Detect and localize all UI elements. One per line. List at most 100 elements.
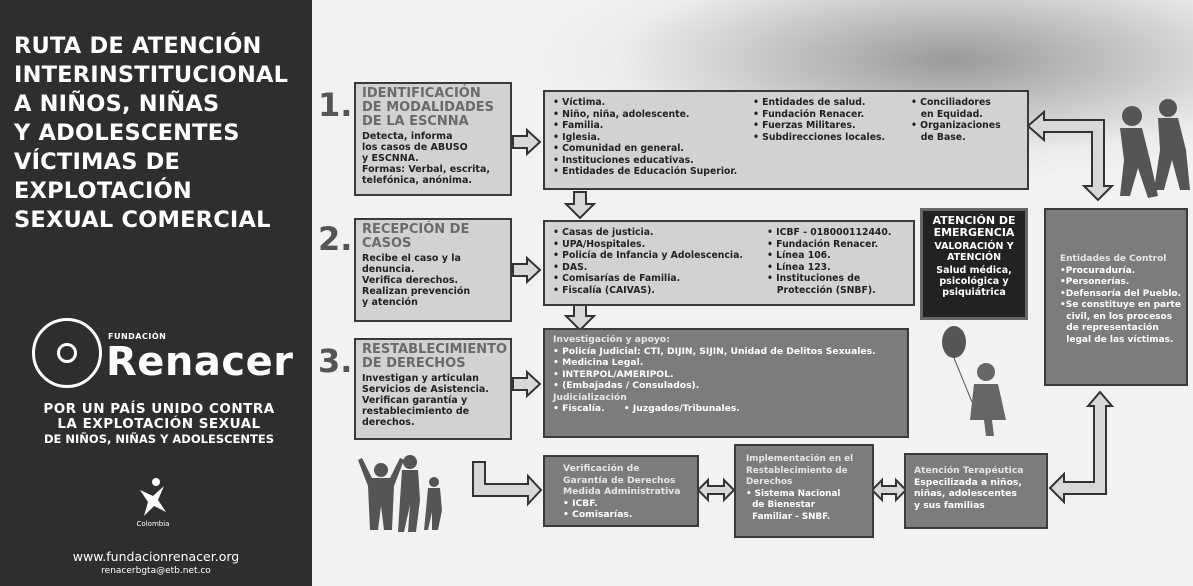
step-2-actors-col-1: • Casas de justicia. • UPA/Hospitales. •… xyxy=(553,227,743,296)
step-1-actors-box: • Víctima. • Niño, niña, adolescente. • … xyxy=(543,90,1029,190)
arrow-down-1 xyxy=(563,191,597,220)
list-item: • Sistema Nacional xyxy=(746,488,841,499)
judicialization-heading: Judicialización xyxy=(553,391,627,403)
arrow-double-1 xyxy=(696,477,736,503)
therapy-line: Especilizada a niños, xyxy=(914,476,1022,488)
step-2-actors-col-2: • ICBF - 018000112440. • Fundación Renac… xyxy=(767,227,891,296)
step-2-box: RECEPCIÓN DE CASOS Recibe el caso y la d… xyxy=(354,218,512,322)
implementation-line: Implementación en el xyxy=(746,454,854,464)
control-heading: Entidades de Control xyxy=(1060,254,1167,264)
list-item: • (Embajadas / Consulados). xyxy=(553,380,700,391)
renacer-logo-icon xyxy=(32,318,102,388)
list-item: de Base. xyxy=(911,131,966,143)
list-item: • Comunidad en general. xyxy=(553,143,684,154)
slogan-line-3: DE NIÑOS, NIÑAS Y ADOLESCENTES xyxy=(44,432,274,446)
list-item: • Niño, niña, adolescente. xyxy=(553,108,690,120)
girl-balloon-icon xyxy=(942,326,1006,436)
list-item: • Casas de justicia. xyxy=(553,227,654,238)
left-panel: RUTA DE ATENCIÓN INTERINSTITUCIONAL A NI… xyxy=(0,0,312,586)
list-item: • Instituciones de xyxy=(767,273,861,284)
list-item: • UPA/Hospitales. xyxy=(553,238,646,250)
step-1-description: Detecta, informa los casos de ABUSO y ES… xyxy=(362,131,490,186)
arrow-control-top xyxy=(1026,109,1115,202)
slogan: POR UN PAÍS UNIDO CONTRA LA EXPLOTACIÓN … xyxy=(14,402,304,447)
list-item: • Fundación Renacer. xyxy=(767,238,879,250)
list-item: • Línea 106. xyxy=(767,250,831,261)
list-item: legal de las víctimas. xyxy=(1060,334,1174,345)
list-item: • Conciliadores xyxy=(911,97,991,108)
arrow-right-1 xyxy=(512,127,542,157)
emergency-subtitle: VALORACIÓN Y ATENCIÓN xyxy=(934,241,1014,263)
step-2-number: 2. xyxy=(318,220,353,258)
therapy-line: Atención Terapéutica xyxy=(914,465,1024,476)
list-item: • Comisarías. xyxy=(563,509,633,520)
page-title: RUTA DE ATENCIÓN INTERINSTITUCIONAL A NI… xyxy=(14,33,289,233)
list-item: Familiar - SNBF. xyxy=(746,511,831,522)
verification-line: Garantía de Derechos xyxy=(563,474,676,486)
website-link[interactable]: www.fundacionrenacer.org xyxy=(72,549,240,564)
ecpat-logo-icon xyxy=(140,478,166,516)
arrow-l-bottom xyxy=(472,461,543,507)
list-item: • ICBF - 018000112440. xyxy=(767,227,892,238)
verification-line: Verificación de xyxy=(563,463,640,474)
control-entities-box: Entidades de Control •Procuraduría. •Per… xyxy=(1044,208,1188,386)
slogan-line-2: LA EXPLOTACIÓN SEXUAL xyxy=(57,416,261,432)
step-2-actors-box: • Casas de justicia. • UPA/Hospitales. •… xyxy=(543,220,915,306)
step-2-heading: RECEPCIÓN DE CASOS xyxy=(362,222,470,251)
implementation-line: Restablecimiento de xyxy=(746,465,848,476)
list-item: • Fundación Renacer. xyxy=(753,108,865,120)
list-item: • Fuerzas Militares. xyxy=(753,120,856,131)
arrow-right-3 xyxy=(512,369,542,399)
implementation-box: Implementación en el Restablecimiento de… xyxy=(734,444,874,538)
list-item: • Instituciones educativas. xyxy=(553,154,694,166)
therapy-box: Atención Terapéutica Especilizada a niño… xyxy=(904,453,1048,529)
list-item: • INTERPOL/AMERIPOL. xyxy=(553,368,674,380)
arrow-right-2 xyxy=(512,255,542,285)
step-2-description: Recibe el caso y la denuncia. Verifica d… xyxy=(362,253,471,308)
step-3-heading: RESTABLECIMIENTO DE DERECHOS xyxy=(362,342,508,371)
step-3-description: Investigan y articulan Servicios de Asis… xyxy=(362,373,489,428)
ecpat-label: Colombia xyxy=(136,520,170,528)
list-item: • Organizaciones xyxy=(911,120,1001,131)
step-1-box: IDENTIFICACIÓN DE MODALIDADES DE LA ESCN… xyxy=(354,82,512,196)
list-item: • ICBF. xyxy=(563,497,598,509)
list-item: • Fiscalía (CAIVAS). xyxy=(553,284,655,296)
list-item: • Línea 123. xyxy=(767,261,831,273)
arrow-control-bottom xyxy=(1048,390,1115,505)
list-item: • Entidades de Educación Superior. xyxy=(553,166,738,177)
list-item: • Comisarías de Familia. xyxy=(553,273,681,284)
list-item: • Víctima. xyxy=(553,97,606,108)
verification-line: Medida Administrativa xyxy=(563,486,681,497)
investigation-heading: Investigación y apoyo: xyxy=(553,334,670,345)
list-item: • Policía Judicial: CTI, DIJIN, SIJIN, U… xyxy=(553,345,876,357)
logo-name: Renacer xyxy=(106,339,294,385)
emergency-box: ATENCIÓN DE EMERGENCIA VALORACIÓN Y ATEN… xyxy=(920,208,1028,320)
logo-foundation-label: FUNDACIÓN xyxy=(108,332,167,341)
therapy-line: y sus familias xyxy=(914,499,985,511)
family-silhouette-icon xyxy=(358,455,442,532)
arrow-double-2 xyxy=(870,477,908,503)
list-item: en Equidad. xyxy=(911,108,983,120)
list-item: Protección (SNBF). xyxy=(767,284,876,296)
verification-box: Verificación de Garantía de Derechos Med… xyxy=(543,455,699,527)
step-1-heading: IDENTIFICACIÓN DE MODALIDADES DE LA ESCN… xyxy=(362,86,495,129)
step-1-number: 1. xyxy=(318,86,353,124)
emergency-body: Salud médica, psicológica y psiquiátrica xyxy=(936,265,1012,298)
list-item: de representación xyxy=(1060,323,1159,333)
therapy-line: niñas, adolescentes xyxy=(914,488,1017,499)
step-1-actors-col-2: • Entidades de salud. • Fundación Renace… xyxy=(753,97,885,143)
step-3-box: RESTABLECIMIENTO DE DERECHOS Investigan … xyxy=(354,338,512,440)
list-item: • Entidades de salud. xyxy=(753,97,866,108)
list-item: de Bienestar xyxy=(746,500,816,510)
list-item: • Iglesia. xyxy=(553,131,601,143)
list-item: •Se constituye en parte xyxy=(1060,300,1181,310)
list-item: • Subdirecciones locales. xyxy=(753,131,886,143)
step-1-actors-col-3: • Conciliadores en Equidad. • Organizaci… xyxy=(911,97,1001,143)
children-silhouette-icon xyxy=(1120,99,1190,198)
list-item: • Medicina Legal. xyxy=(553,357,644,368)
email-link[interactable]: renacerbgta@etb.net.co xyxy=(101,566,211,576)
list-item: civil, en los procesos xyxy=(1060,311,1173,322)
step-1-actors-col-1: • Víctima. • Niño, niña, adolescente. • … xyxy=(553,97,737,178)
list-item: •Procuraduría. xyxy=(1060,265,1136,276)
list-item: •Personerías. xyxy=(1060,277,1130,287)
